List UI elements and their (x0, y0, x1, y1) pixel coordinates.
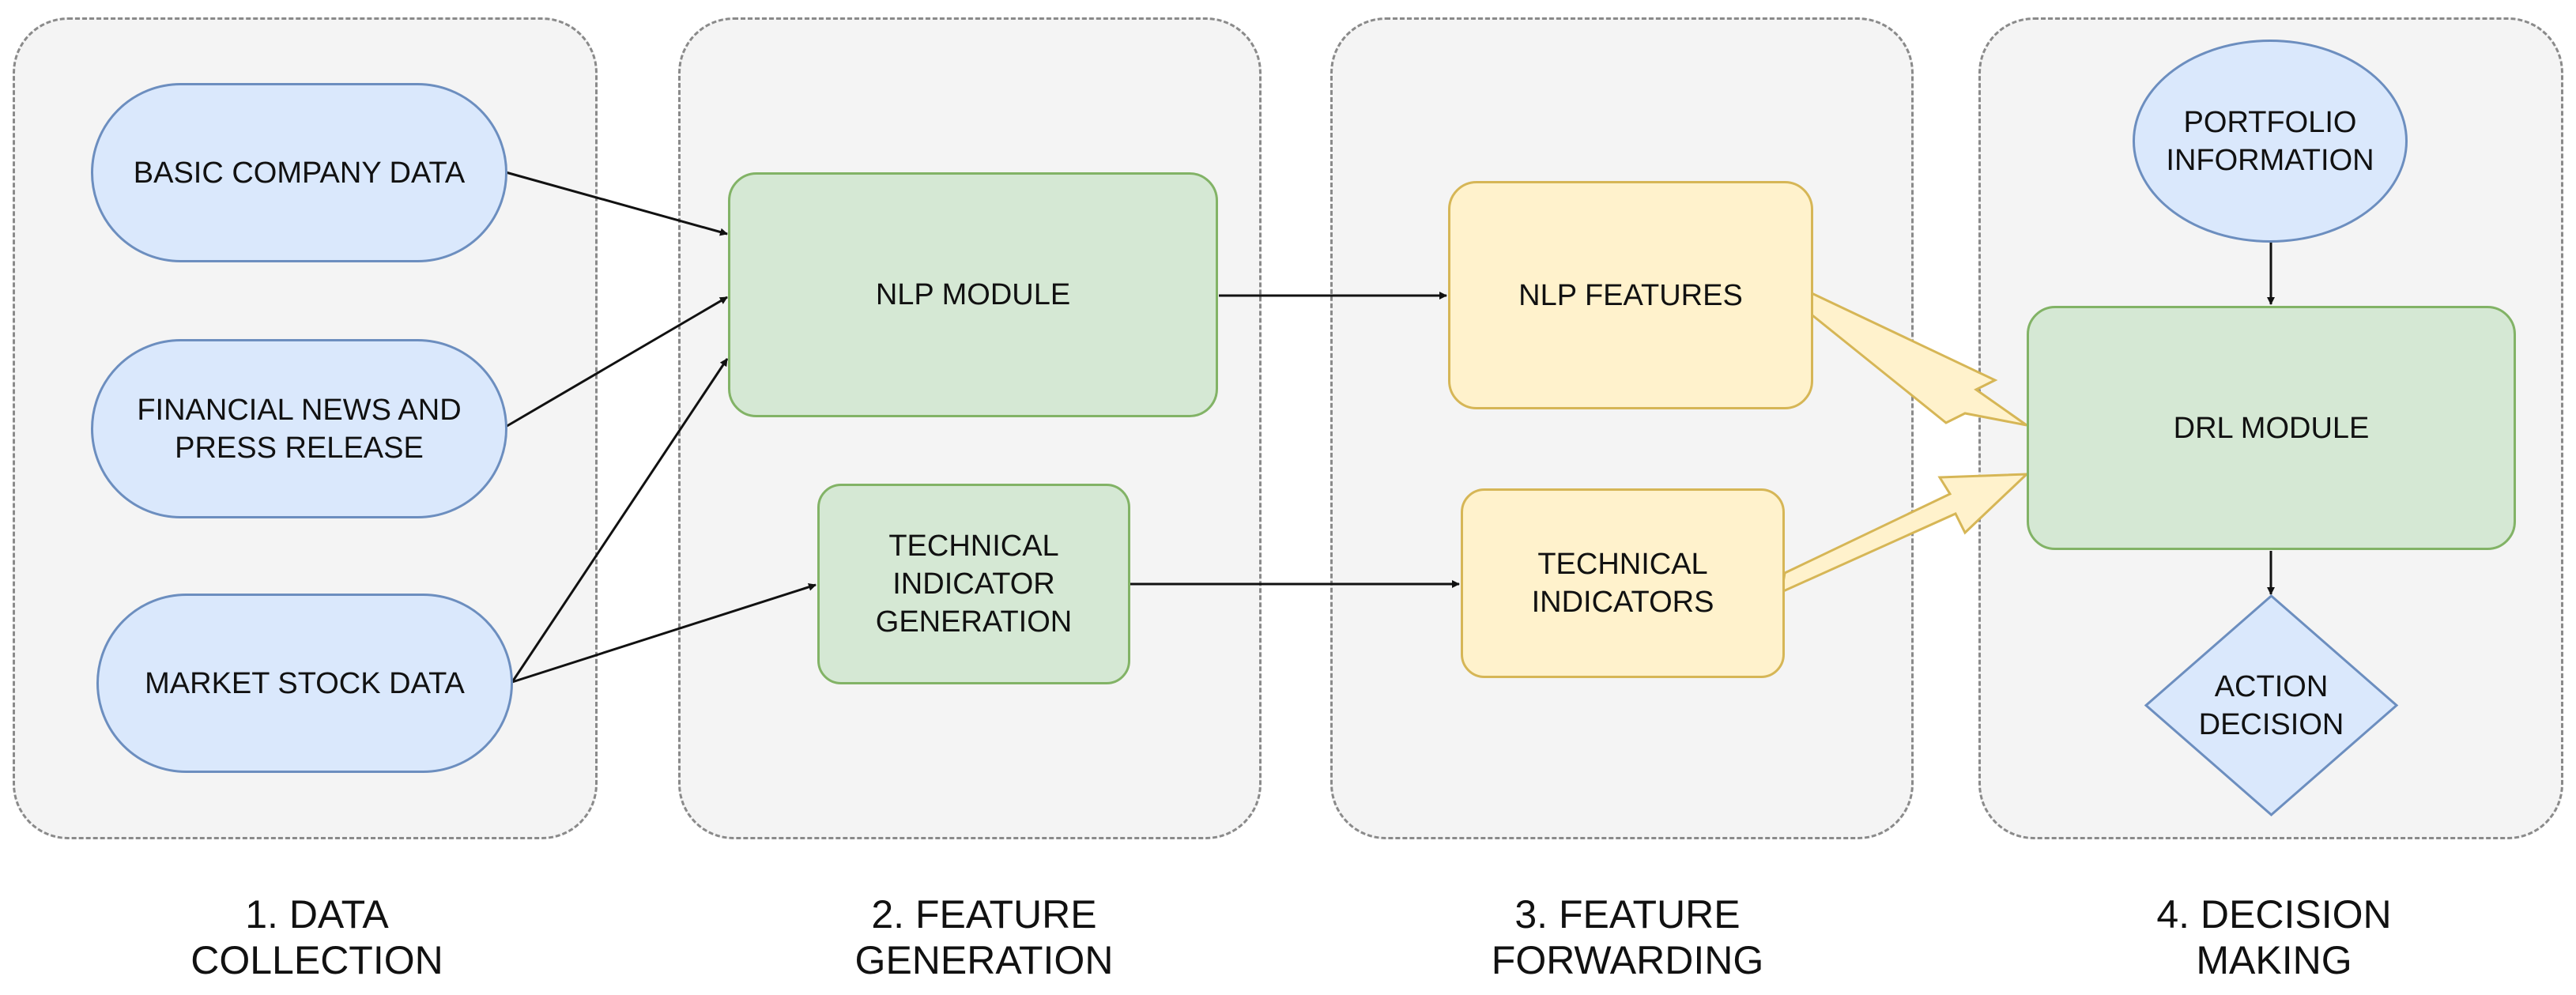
action-decision-label: ACTION DECISION (2198, 669, 2344, 741)
financial-news-label: FINANCIAL NEWS AND PRESS RELEASE (137, 393, 462, 465)
feature-generation-panel (678, 17, 1262, 839)
stage-label-feature-generation: 2. FEATURE GENERATION (854, 892, 1114, 982)
financial-news-node: FINANCIAL NEWS AND PRESS RELEASE (91, 339, 507, 518)
technical-indicator-generation-node: TECHNICAL INDICATOR GENERATION (817, 484, 1130, 684)
action-decision-shape (2144, 594, 2399, 816)
basic-company-data-label: BASIC COMPANY DATA (133, 156, 466, 190)
feature-forwarding-panel (1330, 17, 1914, 839)
technical-indicators-node: TECHNICAL INDICATORS (1461, 488, 1785, 678)
portfolio-information-node: PORTFOLIO INFORMATION (2133, 40, 2408, 243)
technical-indicators-label: TECHNICAL INDICATORS (1531, 548, 1714, 619)
nlp-features-node: NLP FEATURES (1448, 181, 1813, 409)
basic-company-data-node: BASIC COMPANY DATA (91, 83, 507, 262)
stage-label-data-collection: 1. DATA COLLECTION (190, 892, 443, 982)
technical-indicator-generation-label: TECHNICAL INDICATOR GENERATION (875, 530, 1073, 639)
stage-label-feature-forwarding: 3. FEATURE FORWARDING (1491, 892, 1764, 982)
market-stock-data-node: MARKET STOCK DATA (96, 594, 513, 773)
nlp-features-label: NLP FEATURES (1518, 278, 1743, 312)
portfolio-information-label: PORTFOLIO INFORMATION (2166, 105, 2374, 177)
market-stock-data-label: MARKET STOCK DATA (145, 666, 465, 700)
drl-module-node: DRL MODULE (2027, 306, 2516, 550)
drl-module-label: DRL MODULE (2173, 411, 2370, 445)
nlp-module-node: NLP MODULE (728, 172, 1218, 417)
nlp-module-label: NLP MODULE (875, 278, 1071, 311)
stage-label-decision-making: 4. DECISION MAKING (2156, 892, 2392, 982)
action-decision-node: ACTION DECISION (2144, 594, 2399, 817)
